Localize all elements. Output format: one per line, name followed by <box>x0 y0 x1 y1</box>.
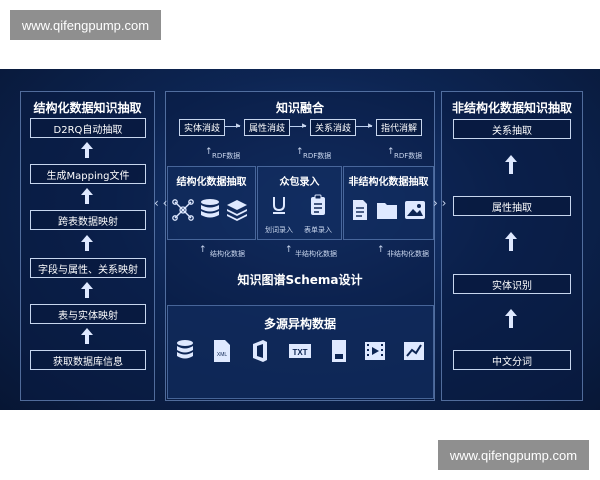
arrow-stem <box>85 289 89 298</box>
connector <box>224 126 240 127</box>
arrow-up <box>81 188 93 195</box>
arrow-right: ▸ <box>368 121 373 131</box>
structured-input-label: 结构化数据 <box>210 250 245 258</box>
arrow-up <box>505 309 517 316</box>
rdf-label: RDF数据 <box>303 152 332 160</box>
arrow-up-small: ↑ <box>285 245 293 255</box>
arrow-up <box>505 232 517 239</box>
structured-title: 结构化数据抽取 <box>176 177 247 188</box>
connector <box>290 126 306 127</box>
arrow-stem <box>85 149 89 158</box>
office-icon <box>253 340 267 362</box>
arrow-right: ▸ <box>302 121 307 131</box>
arrow-up-small: ↑ <box>377 245 385 255</box>
image-icon <box>405 201 425 219</box>
xml-file-icon: XML <box>214 340 230 362</box>
step-cross-table: 跨表数据映射 <box>30 210 146 230</box>
step-mapping: 生成Mapping文件 <box>30 164 146 184</box>
unstructured-input-label: 非结构化数据 <box>387 250 429 258</box>
arrow-up <box>505 155 517 162</box>
txt-file-icon: TXT <box>289 344 311 358</box>
step-table-entity: 表与实体映射 <box>30 304 146 324</box>
arrow-up <box>81 142 93 149</box>
step-d2rq: D2RQ自动抽取 <box>30 118 146 138</box>
arrow-up <box>81 282 93 289</box>
layers-icon <box>227 200 247 221</box>
arrow-right: ▸ <box>236 121 241 131</box>
step-attribute-disambiguation: 属性消歧 <box>244 119 290 136</box>
fusion-title: 知识融合 <box>275 101 324 115</box>
database-icon <box>201 199 219 218</box>
chart-icon <box>404 342 424 360</box>
arrow-stem <box>85 242 89 251</box>
right-panel-title: 非结构化数据知识抽取 <box>451 101 572 115</box>
step-entity-recognition: 实体识别 <box>453 274 571 294</box>
sources-title: 多源异构数据 <box>263 317 336 331</box>
document-icon <box>353 200 367 220</box>
crowd-item-word: 划词录入 <box>265 226 293 234</box>
arrow-stem <box>509 162 513 174</box>
connector <box>356 126 372 127</box>
arrow-up <box>81 235 93 242</box>
underline-icon <box>273 197 285 214</box>
crowd-item-form: 表单录入 <box>304 226 332 234</box>
document-icon <box>332 340 346 362</box>
arrow-up-small: ↑ <box>387 147 395 157</box>
step-relation-extract: 关系抽取 <box>453 119 571 139</box>
arrow-stem <box>85 335 89 344</box>
schema-title: 知识图谱Schema设计 <box>237 273 363 287</box>
clipboard-form-icon <box>311 194 325 215</box>
arrow-left: ‹ ‹ <box>154 196 168 210</box>
arrow-up <box>81 328 93 335</box>
arrow-up-small: ↑ <box>296 147 304 157</box>
unstructured-title: 非结构化数据抽取 <box>348 177 429 188</box>
semi-structured-input-label: 半结构化数据 <box>295 250 337 258</box>
crowdsourcing-box <box>257 166 342 240</box>
step-coreference-resolution: 指代消解 <box>376 119 422 136</box>
svg-text:XML: XML <box>217 352 228 358</box>
arrow-stem <box>509 239 513 251</box>
rdf-label: RDF数据 <box>394 152 423 160</box>
arrow-stem <box>509 316 513 328</box>
step-attribute-extract: 属性抽取 <box>453 196 571 216</box>
step-field-mapping: 字段与属性、关系映射 <box>30 258 146 278</box>
svg-text:TXT: TXT <box>292 348 307 357</box>
arrow-up-small: ↑ <box>199 245 207 255</box>
step-entity-disambiguation: 实体消歧 <box>179 119 225 136</box>
arrow-right: › › <box>433 196 447 210</box>
rdf-label: RDF数据 <box>212 152 241 160</box>
arrow-up-small: ↑ <box>205 147 213 157</box>
arrow-stem <box>85 195 89 204</box>
architecture-diagram: 结构化数据知识抽取 D2RQ自动抽取 生成Mapping文件 跨表数据映射 字段… <box>0 69 600 410</box>
step-db-info: 获取数据库信息 <box>30 350 146 370</box>
database-icon <box>177 340 193 359</box>
left-panel-title: 结构化数据知识抽取 <box>33 101 142 115</box>
folder-icon <box>377 203 397 219</box>
video-icon <box>365 342 385 360</box>
step-word-segmentation: 中文分词 <box>453 350 571 370</box>
crowd-title: 众包录入 <box>279 177 320 188</box>
step-relation-disambiguation: 关系消歧 <box>310 119 356 136</box>
watermark-bottom: www.qifengpump.com <box>438 440 589 470</box>
watermark-top: www.qifengpump.com <box>10 10 161 40</box>
graph-nodes-icon <box>172 199 194 221</box>
